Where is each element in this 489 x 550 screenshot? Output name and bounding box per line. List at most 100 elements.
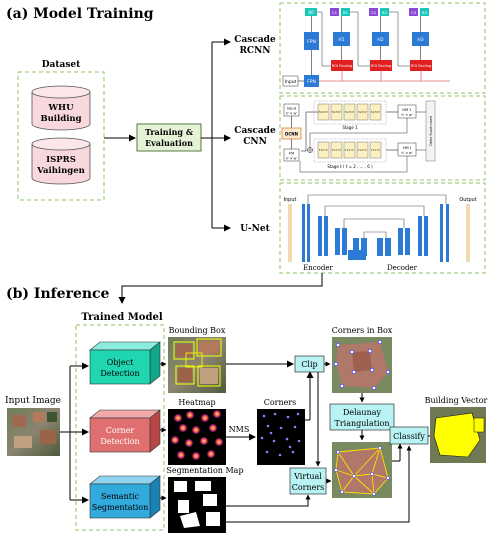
rcnn-input-text: Input	[285, 79, 297, 85]
arrow-training-to-inference	[118, 273, 323, 304]
delaunay-line2: Triangulation	[335, 419, 390, 428]
rcnn-fpn-bottom-text: FPN	[307, 79, 316, 85]
segmap-label: Segmentation Map	[166, 466, 243, 475]
cnn-conv-bot-4: 7×7 C'	[358, 148, 368, 152]
rcnn-stage-3: H3 C3 B3 ROI Pooling	[409, 8, 432, 71]
corner-line2: Detection	[100, 437, 139, 446]
cnn-conv-top-3: 3×3 C'	[345, 110, 355, 114]
rcnn-h3-text: H3	[417, 37, 423, 43]
rcnn-b1-text: B1	[343, 10, 349, 15]
cnn-conv-top-4: 3×3 C'	[358, 110, 368, 114]
model-cnn-line2: CNN	[243, 137, 267, 147]
cnn-hmt-dims: h' × w'	[401, 151, 412, 155]
unet-input-bar	[288, 204, 292, 262]
building-vector-image	[430, 407, 486, 463]
cnn-hmt-text: HM t	[403, 146, 412, 150]
corner-line1: Corner	[106, 426, 135, 435]
dataset-label: Dataset	[42, 60, 81, 70]
classify-text: Classify	[393, 432, 425, 441]
unet-output-bar	[466, 204, 470, 262]
task-object-detection: Object Detection	[89, 341, 161, 385]
cnn-conv-bot-1: 7×7 C'	[319, 148, 329, 152]
unet-input-label: Input	[284, 197, 297, 203]
cnn-input-dims: h' × w'	[286, 112, 297, 116]
clip-text: Clip	[301, 360, 317, 369]
rcnn-fpn-top	[304, 32, 319, 50]
input-image-label: Input Image	[5, 396, 61, 406]
cnn-conv-top-2: 3×3 C'	[332, 110, 342, 114]
arrow-segmap-to-classify	[226, 445, 412, 523]
training-line1: Training &	[145, 127, 194, 137]
training-line2: Evaluation	[145, 138, 193, 148]
model-rcnn-line1: Cascade	[234, 35, 276, 45]
unet-encoder-label: Encoder	[303, 264, 333, 272]
heatmap-image	[168, 409, 226, 465]
rcnn-h1-text: H1	[338, 37, 344, 43]
cnn-conv-bot-3: 7×7 C'	[345, 148, 355, 152]
cnn-fm-text: FM	[289, 152, 294, 156]
cnn-stage1-label: Stage 1	[342, 125, 358, 130]
rcnn-pool3-text: ROI Pooling	[411, 64, 432, 68]
rcnn-b3-text: B3	[422, 10, 428, 15]
cnn-diagram: Input h' × w' DCNN FM h' × w' 3×3 C' 3×3…	[281, 100, 436, 173]
rcnn-b0-text: B0	[308, 10, 314, 15]
cnn-input-text: Input	[287, 107, 297, 111]
model-unet-label: U-Net	[240, 224, 270, 234]
building-vector-label: Building Vector	[425, 396, 488, 405]
corners-label: Corners	[264, 398, 297, 407]
unet-output-label: Output	[459, 197, 476, 203]
cnn-conv-top-1: 3×3 C'	[319, 110, 329, 114]
object-line1: Object	[107, 358, 134, 367]
virtual-line1: Virtual	[293, 472, 322, 481]
cnn-hm1-dims: h' × w'	[401, 113, 412, 117]
rcnn-b2-text: B2	[382, 10, 388, 15]
dataset-whu-cylinder: WHU Building	[31, 85, 91, 131]
dataset-isprs-cylinder: ISPRS Vaihingen	[31, 137, 91, 185]
object-line2: Detection	[100, 369, 139, 378]
rcnn-c3-text: C3	[411, 10, 417, 15]
unet-decoder-label: Decoder	[387, 264, 418, 272]
cnn-stage1-convs: 3×3 C' 3×3 C' 3×3 C' 3×3 C' 3×3 C'	[317, 103, 382, 121]
nms-label: NMS	[229, 425, 250, 434]
dataset-isprs-line2: Vaihingen	[36, 166, 85, 176]
dataset-whu-line1: WHU	[48, 103, 75, 113]
rcnn-fpn-bottom	[304, 75, 319, 87]
rcnn-h2-text: H2	[377, 37, 383, 43]
cnn-conv-bot-5: 7×7 C'	[371, 148, 381, 152]
bbox-image	[168, 337, 226, 393]
virtual-line2: Corners	[292, 483, 325, 492]
rcnn-pool2-text: ROI Pooling	[371, 64, 392, 68]
cnn-deep-sup-text: Deep Supervised	[429, 116, 433, 146]
triangulation-image	[332, 442, 392, 498]
rcnn-diagram: Input FPN FPN B0 H1 C1 B1 ROI Pooling H2…	[282, 8, 450, 87]
inference-section-title: (b) Inference	[6, 286, 110, 302]
dataset-whu-line2: Building	[40, 114, 81, 124]
rcnn-c2-text: C2	[371, 10, 377, 15]
heatmap-label: Heatmap	[178, 398, 215, 407]
cnn-fm	[283, 148, 300, 162]
training-section-title: (a) Model Training	[6, 6, 154, 22]
cnn-conv-top-5: 3×3 C'	[371, 110, 381, 114]
cnn-diagram-box	[279, 95, 486, 181]
cnn-dcnn-text: DCNN	[285, 132, 298, 137]
bbox-label: Bounding Box	[169, 326, 226, 335]
rcnn-stage-2: H2 C2 B2 ROI Pooling	[369, 8, 392, 71]
corners-in-box-image	[332, 337, 392, 393]
task-corner-detection: Corner Detection	[89, 409, 161, 453]
semantic-line2: Segmentation	[92, 503, 149, 512]
unet-diagram: Input Output Encoder Decoder	[284, 194, 477, 272]
input-image	[7, 408, 60, 456]
delaunay-line1: Delaunay	[343, 408, 382, 417]
training-evaluation-box	[136, 123, 202, 152]
dataset-isprs-line1: ISPRS	[46, 155, 76, 165]
rcnn-pool1-text: ROI Pooling	[332, 64, 353, 68]
cnn-staget-convs: 7×7 C' 7×7 C' 7×7 C' 7×7 C' 7×7 C'	[317, 141, 382, 159]
rcnn-b0	[305, 8, 317, 16]
cnn-staget-label: Stage t ( t = 2 , ... , 6 )	[327, 164, 373, 169]
semantic-line1: Semantic	[101, 492, 139, 501]
segmap-image	[168, 477, 226, 533]
unet-diagram-box	[279, 182, 486, 274]
corners-in-box-label: Corners in Box	[332, 326, 393, 335]
arrow-segmap-to-virtual	[226, 494, 311, 507]
cnn-conv-bot-2: 7×7 C'	[332, 148, 342, 152]
